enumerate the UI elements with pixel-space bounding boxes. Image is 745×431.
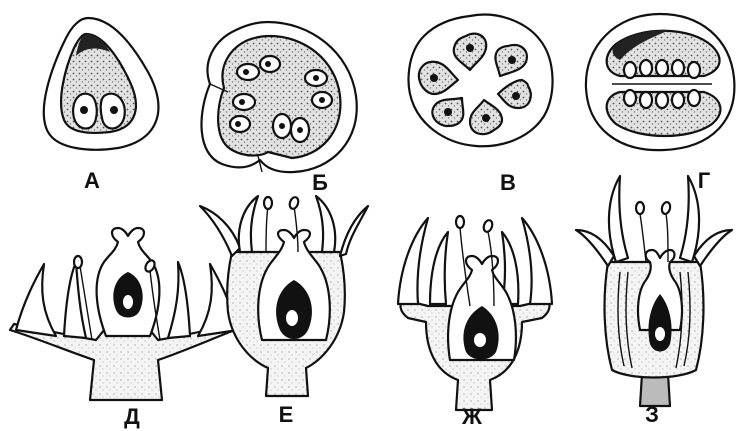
locule (432, 98, 463, 126)
section-v (409, 15, 553, 147)
section-a (44, 18, 159, 150)
ovule (101, 94, 125, 129)
label-a: А (84, 168, 100, 193)
label-zh: Ж (461, 404, 482, 429)
label-z: З (645, 402, 659, 427)
ovule (73, 94, 97, 129)
label-e: Е (279, 402, 294, 427)
flower-zh (398, 216, 552, 410)
label-g: Г (698, 168, 711, 193)
label-v: В (500, 170, 516, 195)
section-g (586, 14, 734, 150)
flower-d (10, 228, 240, 400)
label-b: Б (312, 170, 328, 195)
flower-z (576, 176, 732, 406)
section-b (201, 22, 356, 172)
label-d: Д (124, 404, 140, 429)
